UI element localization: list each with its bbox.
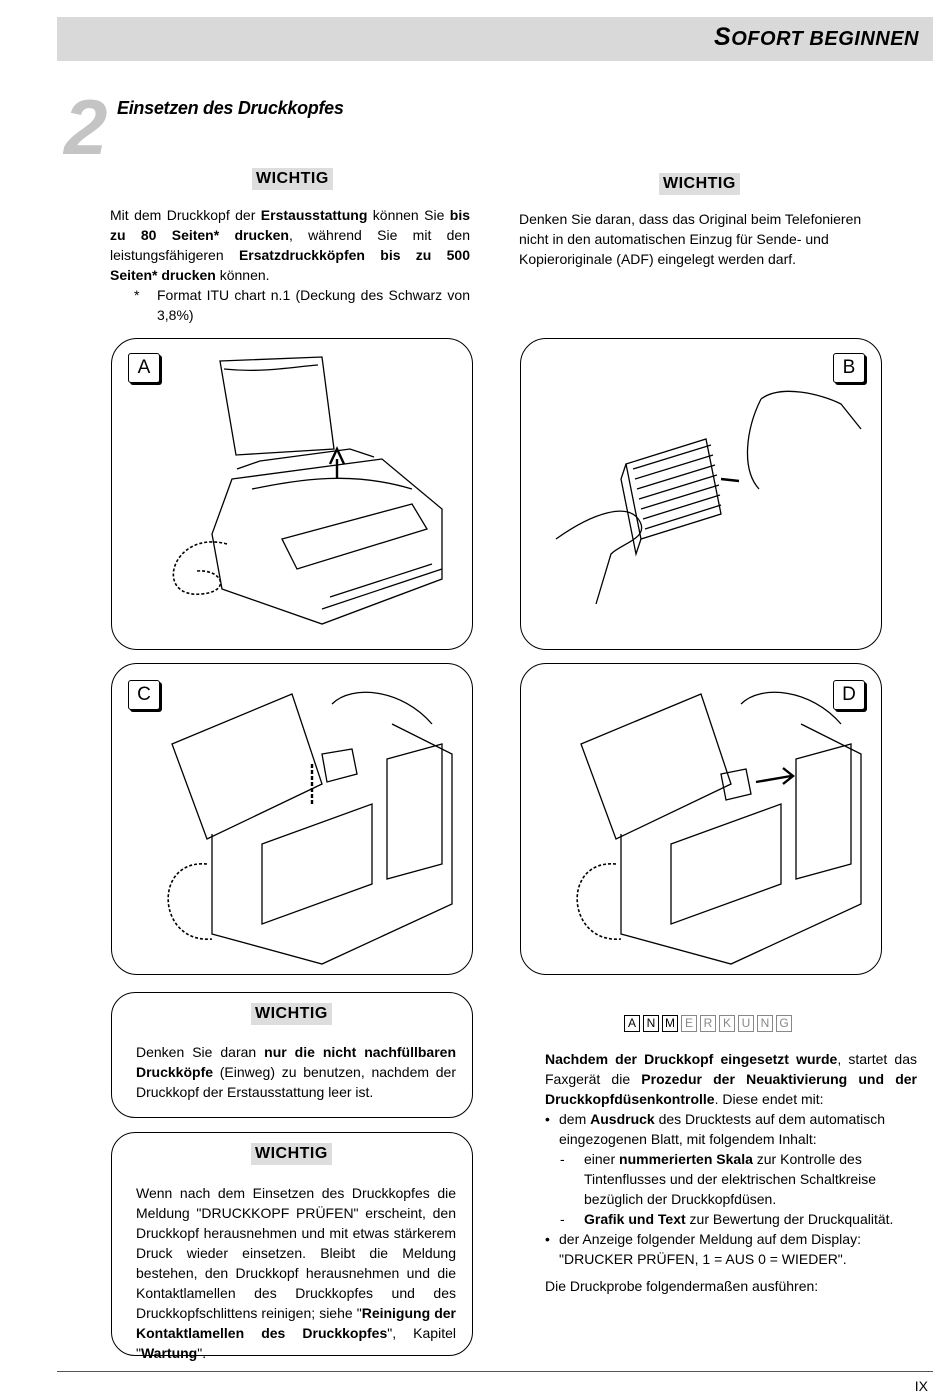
list-item: der Anzeige folgender Meldung auf dem Di… — [545, 1229, 917, 1269]
figure-c: C — [111, 663, 473, 975]
important-badge-box2: WICHTIG — [251, 1143, 332, 1165]
right-important-text: Denken Sie daran, dass das Original beim… — [519, 211, 862, 267]
fax-paper-support-icon — [172, 356, 443, 625]
section-title: Einsetzen des Druckkopfes — [117, 98, 344, 118]
note-letter: N — [757, 1015, 773, 1032]
important-badge-box1: WICHTIG — [251, 1003, 332, 1025]
note-letter: A — [624, 1015, 640, 1032]
important-badge-left: WICHTIG — [252, 168, 333, 190]
note-letter: K — [719, 1015, 735, 1032]
figure-d: D — [520, 663, 882, 975]
step-number: 2 — [64, 83, 108, 171]
footnote-text: Format ITU chart n.1 (Deckung des Schwar… — [157, 287, 470, 323]
left-important-text: Mit dem Druckkopf der Erstausstattung kö… — [110, 207, 471, 283]
right-text-list: dem Ausdruck des Drucktests auf dem auto… — [545, 1109, 917, 1269]
important-badge-right: WICHTIG — [659, 173, 740, 195]
note-letter: G — [776, 1015, 792, 1032]
box2-text: Wenn nach dem Einsetzen des Druckkopfes … — [136, 1185, 456, 1361]
figure-label-c: C — [128, 680, 160, 710]
right-text-final: Die Druckprobe folgendermaßen ausführen: — [545, 1278, 819, 1294]
box1-text: Denken Sie daran nur die nicht nachfüllb… — [136, 1044, 456, 1100]
page-number: IX — [914, 1378, 928, 1394]
list-item: Grafik und Text zur Bewertung der Druckq… — [545, 1209, 917, 1229]
list-item: einer nummerierten Skala zur Kontrolle d… — [545, 1149, 917, 1209]
printhead-cartridge-icon — [555, 390, 862, 605]
header-bar: SOFORT BEGINNEN — [57, 17, 933, 61]
lock-printhead-icon — [576, 691, 862, 965]
page-header-title: SOFORT BEGINNEN — [714, 23, 919, 51]
note-letter: E — [681, 1015, 697, 1032]
footnote: * — [134, 287, 140, 303]
important-box-1: WICHTIG Denken Sie daran nur die nicht n… — [111, 992, 473, 1118]
note-letter: U — [738, 1015, 754, 1032]
figure-a: A — [111, 338, 473, 650]
note-letter: R — [700, 1015, 716, 1032]
figure-label-b: B — [833, 353, 865, 383]
list-item: dem Ausdruck des Drucktests auf dem auto… — [545, 1109, 917, 1149]
figure-label-a: A — [128, 353, 160, 383]
note-letter: M — [662, 1015, 678, 1032]
insert-printhead-icon — [167, 691, 453, 965]
anmerkung-letters: A N M E R K U N G — [624, 1015, 792, 1032]
important-box-2: WICHTIG Wenn nach dem Einsetzen des Druc… — [111, 1132, 473, 1361]
figure-label-d: D — [833, 680, 865, 710]
note-letter: N — [643, 1015, 659, 1032]
figure-b: B — [520, 338, 882, 650]
right-text-intro: Nachdem der Druckkopf eingesetzt wurde, … — [545, 1051, 917, 1107]
footer-divider — [57, 1371, 933, 1372]
